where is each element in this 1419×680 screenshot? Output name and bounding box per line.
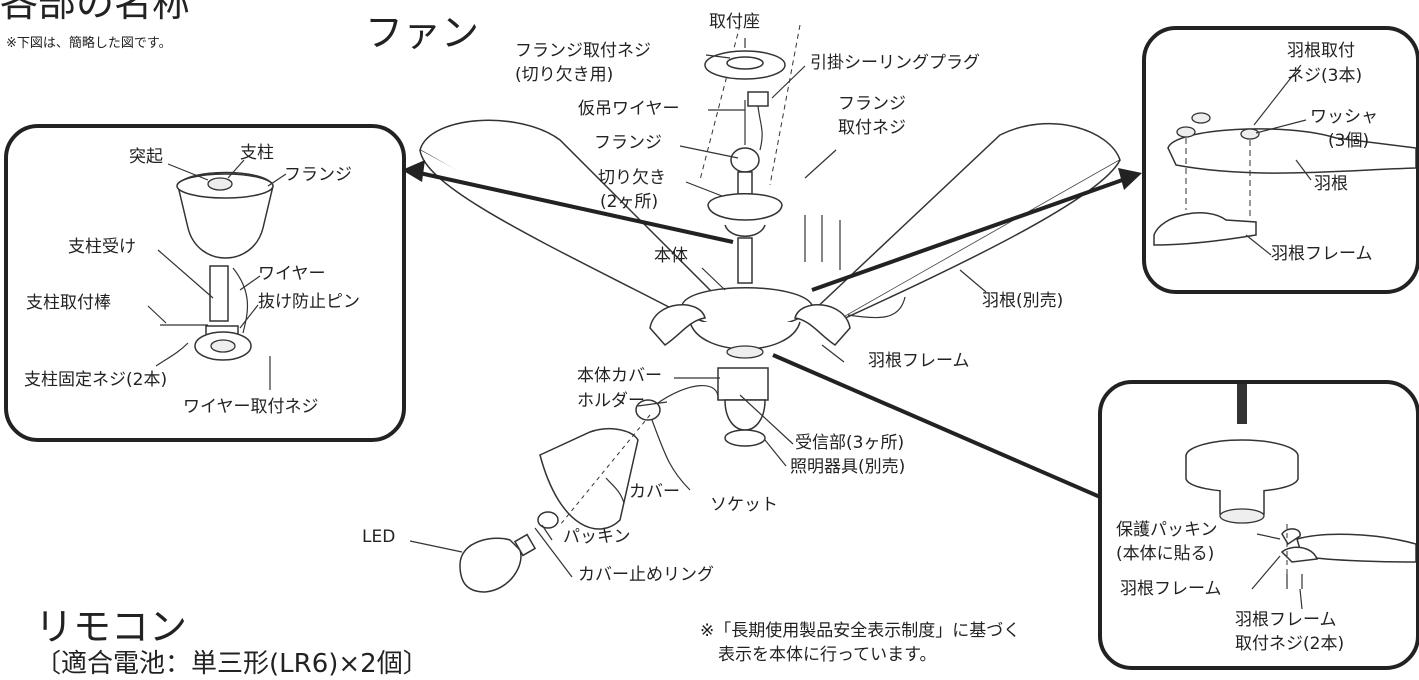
safety-notice-line1: ※「長期使用製品安全表示制度」に基づく xyxy=(700,621,1021,641)
label-flange-screw: フランジ xyxy=(838,94,906,114)
label-protect-packing: 保護パッキン xyxy=(1116,520,1218,540)
label-blade-frame-bottom: 羽根フレーム xyxy=(1120,579,1222,599)
label-light-fixture: 照明器具(別売) xyxy=(790,457,906,477)
label-pillar: 支柱 xyxy=(240,143,274,163)
label-pillar-rod: 支柱取付棒 xyxy=(26,293,111,313)
pillar-detail-drawing xyxy=(147,159,287,390)
fan-heading: ファン xyxy=(365,11,480,55)
label-blade-sold-separately: 羽根(別売) xyxy=(982,291,1064,311)
label-cover: カバー xyxy=(629,482,680,502)
label-protect-packing-sub: (本体に貼る) xyxy=(1116,544,1215,564)
label-ceiling-plug: 引掛シーリングプラグ xyxy=(810,53,980,73)
label-receiver: 受信部(3ヶ所) xyxy=(795,433,905,453)
label-flange-screw-notch: フランジ取付ネジ xyxy=(515,41,651,61)
label-packing: パッキン xyxy=(563,527,631,547)
label-washer-sub: (3個) xyxy=(1328,131,1370,151)
label-body-cover: 本体カバー xyxy=(577,366,662,386)
label-washer: ワッシャ xyxy=(1310,107,1378,127)
label-notch: 切り欠き xyxy=(598,168,666,188)
label-frame-screw-sub: 取付ネジ(2本) xyxy=(1235,634,1345,654)
label-body: 本体 xyxy=(654,246,688,266)
protect-packing-drawing xyxy=(1185,384,1416,610)
label-led: LED xyxy=(362,527,396,547)
label-panel-flange: フランジ xyxy=(284,165,352,185)
label-mount-seat: 取付座 xyxy=(709,12,760,32)
label-wire-screw: ワイヤー取付ネジ xyxy=(183,397,319,417)
label-socket: ソケット xyxy=(710,495,778,515)
label-flange: フランジ xyxy=(594,133,662,153)
label-pillar-screw: 支柱固定ネジ(2本) xyxy=(24,370,168,390)
label-flange-screw-notch-sub: (切り欠き用) xyxy=(515,65,614,85)
pillar-detail-panel: 突起 支柱 フランジ 支柱受け ワイヤー 支柱取付棒 抜け防止ピン 支柱固定ネジ… xyxy=(4,124,406,442)
remote-heading: リモコン xyxy=(35,605,188,649)
label-cover-ring: カバー止めリング xyxy=(578,565,714,585)
label-flange-screw-sub: 取付ネジ xyxy=(838,118,906,138)
label-holder: ホルダー xyxy=(577,391,645,411)
label-frame-screw: 羽根フレーム xyxy=(1235,610,1337,630)
label-notch-sub: (2ヶ所) xyxy=(600,192,659,212)
label-stop-pin: 抜け防止ピン xyxy=(258,292,360,312)
page-title: 各部の名称 xyxy=(0,0,191,25)
protect-packing-panel: 保護パッキン (本体に貼る) 羽根フレーム 羽根フレーム 取付ネジ(2本) xyxy=(1098,380,1419,670)
detail-arrows xyxy=(402,160,1143,518)
label-protrusion: 突起 xyxy=(129,147,163,167)
label-blade-frame-top: 羽根フレーム xyxy=(1271,244,1373,264)
safety-notice-line2: 表示を本体に行っています。 xyxy=(718,645,937,665)
label-blade: 羽根 xyxy=(1314,174,1348,194)
label-blade-screw: 羽根取付 xyxy=(1287,41,1355,61)
label-blade-screw-sub: ネジ(3本) xyxy=(1287,66,1363,86)
blade-detail-drawing xyxy=(1153,64,1416,256)
fan-body-shape xyxy=(681,287,813,329)
led-bulb-shape xyxy=(459,537,522,593)
simplified-note: ※下図は、簡略した図です。 xyxy=(6,36,172,51)
blade-detail-panel: 羽根取付 ネジ(3本) ワッシャ (3個) 羽根 羽根フレーム xyxy=(1142,26,1419,294)
fan-blades xyxy=(419,119,1121,326)
label-temp-wire: 仮吊ワイヤー xyxy=(578,99,680,119)
label-blade-frame: 羽根フレーム xyxy=(868,351,970,371)
label-pillar-holder: 支柱受け xyxy=(68,237,136,257)
label-wire: ワイヤー xyxy=(258,264,326,284)
